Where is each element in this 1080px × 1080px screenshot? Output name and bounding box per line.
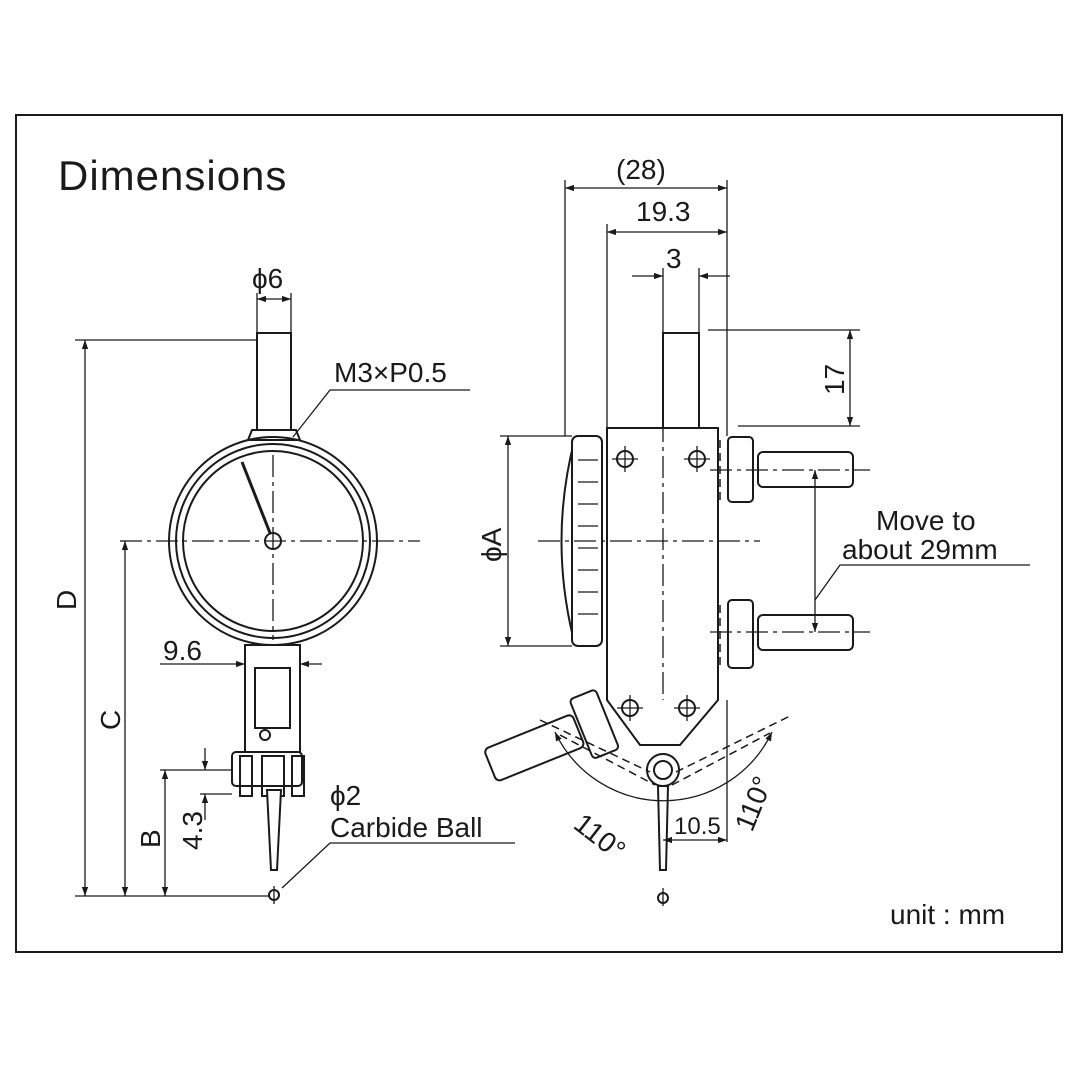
stem-length-label: 17 xyxy=(819,364,850,395)
tip-offset-label: 10.5 xyxy=(674,813,721,840)
screw-marks xyxy=(612,446,710,721)
thread-label: M3×P0.5 xyxy=(334,357,447,388)
dim-4-3-label: 4.3 xyxy=(177,811,208,850)
stem-width-label: 3 xyxy=(666,243,682,274)
dim-c-label: C xyxy=(95,710,126,730)
dial-diameter-label: ϕA xyxy=(476,527,507,562)
front-stem xyxy=(256,332,292,431)
pivot-nut xyxy=(646,753,680,787)
move-note-line2: about 29mm xyxy=(842,534,998,565)
stem-diameter-label: ϕ6 xyxy=(252,263,283,294)
side-view: 10.5 110° 110° (28) 19.3 3 17 ϕA Move to… xyxy=(476,154,1030,906)
offset-9-6-label: 9.6 xyxy=(163,635,202,666)
dim-d-label: D xyxy=(51,590,82,610)
move-note-line1: Move to xyxy=(876,505,976,536)
unit-note: unit : mm xyxy=(890,899,1005,930)
swing-arc xyxy=(554,731,773,802)
angle-right-label: 110° xyxy=(729,772,779,835)
overall-depth-label: (28) xyxy=(616,154,666,185)
drawing-frame xyxy=(15,114,1063,953)
front-view: ϕ6 M3×P0.5 D C 9.6 B 4.3 ϕ2 Carbide Ball xyxy=(51,263,515,904)
depth-19-3-label: 19.3 xyxy=(636,196,691,227)
side-stem xyxy=(662,332,700,429)
drawing-title: Dimensions xyxy=(58,152,287,199)
ball-diameter-label: ϕ2 xyxy=(330,780,361,811)
carbide-ball-label: Carbide Ball xyxy=(330,812,483,843)
dial-needle xyxy=(240,461,272,534)
dim-b-label: B xyxy=(135,829,166,848)
angle-left-label: 110° xyxy=(568,807,631,866)
side-housing xyxy=(606,427,719,746)
